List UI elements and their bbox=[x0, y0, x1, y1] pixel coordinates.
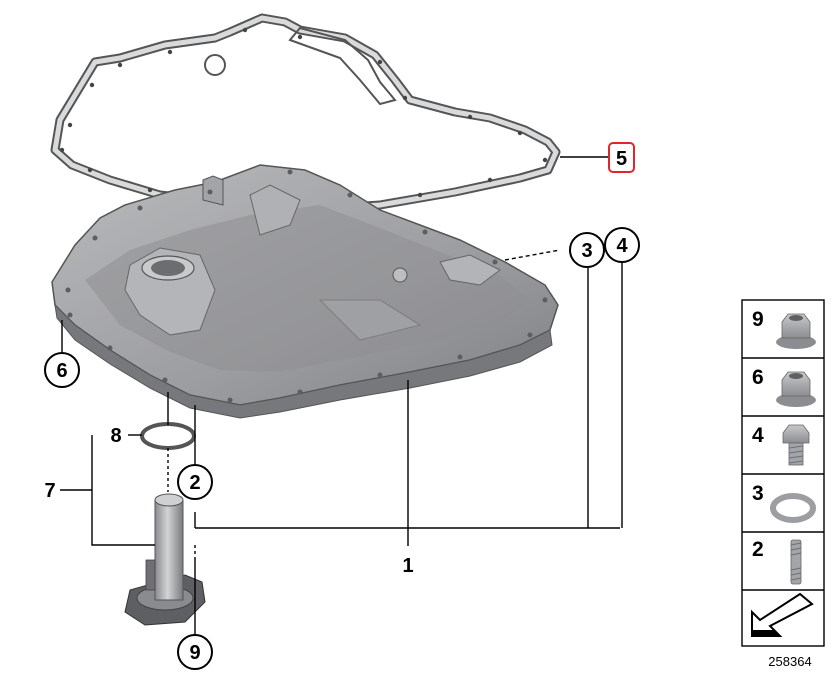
legend-item-4[interactable]: 4 bbox=[752, 424, 810, 466]
callout-5[interactable]: 5 bbox=[608, 142, 635, 173]
callout-4[interactable]: 4 bbox=[604, 227, 640, 263]
callout-1-label[interactable]: 1 bbox=[402, 555, 413, 577]
oil-level-sensor[interactable] bbox=[124, 493, 206, 626]
callout-5-label: 5 bbox=[616, 148, 627, 170]
stud-icon bbox=[790, 539, 802, 585]
diagram-id: 258364 bbox=[768, 654, 811, 669]
legend-item-arrow[interactable] bbox=[751, 592, 814, 637]
callout-6-label: 6 bbox=[56, 360, 67, 382]
callout-6[interactable]: 6 bbox=[44, 352, 80, 388]
legend-item-2[interactable]: 2 bbox=[752, 538, 802, 585]
legend-number: 6 bbox=[752, 366, 764, 389]
o-ring[interactable] bbox=[140, 422, 196, 450]
callout-2[interactable]: 2 bbox=[177, 464, 213, 500]
legend-number: 9 bbox=[752, 308, 764, 331]
callout-9-label: 9 bbox=[189, 642, 200, 664]
hex-bolt-icon bbox=[782, 424, 810, 466]
callout-2-label: 2 bbox=[189, 472, 200, 494]
legend-item-6[interactable]: 6 bbox=[752, 366, 816, 407]
flange-nut-icon bbox=[776, 313, 816, 349]
legend-number: 2 bbox=[752, 538, 764, 561]
callout-9[interactable]: 9 bbox=[177, 634, 213, 670]
legend-number: 3 bbox=[752, 482, 764, 505]
arrow-icon bbox=[751, 592, 814, 637]
callout-3-label: 3 bbox=[581, 240, 592, 262]
callout-3[interactable]: 3 bbox=[569, 232, 605, 268]
callout-7-label[interactable]: 7 bbox=[44, 480, 55, 502]
legend-item-3[interactable]: 3 bbox=[752, 482, 816, 523]
oil-pan[interactable] bbox=[51, 164, 559, 419]
legend-number: 4 bbox=[752, 424, 764, 447]
sealing-ring-icon bbox=[770, 493, 816, 523]
legend-panel: 9 6 4 bbox=[741, 299, 825, 647]
callout-8-label[interactable]: 8 bbox=[110, 425, 121, 447]
callout-4-label: 4 bbox=[616, 235, 628, 257]
leader-lines bbox=[60, 156, 623, 635]
legend-item-9[interactable]: 9 bbox=[752, 308, 816, 349]
flange-nut-icon bbox=[776, 371, 816, 407]
